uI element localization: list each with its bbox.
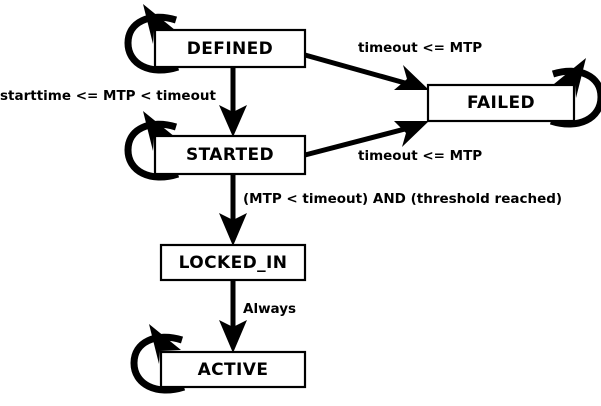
state-locked-in[interactable]: LOCKED_IN: [159, 243, 307, 282]
state-label-failed: FAILED: [467, 93, 535, 113]
state-label-active: ACTIVE: [198, 360, 269, 380]
edge-defined-to-started: starttime <= MTP < timeout: [0, 67, 247, 137]
self-loop-started: [124, 111, 180, 181]
state-label-started: STARTED: [186, 145, 274, 165]
edge-label-defined-to-failed: timeout <= MTP: [358, 40, 482, 56]
state-started[interactable]: STARTED: [153, 134, 307, 176]
edge-label-defined-to-started: starttime <= MTP < timeout: [0, 88, 216, 104]
edge-label-started-to-locked-in: (MTP < timeout) AND (threshold reached): [243, 191, 562, 207]
edge-label-locked-in-to-active: Always: [243, 301, 296, 317]
self-loop-active: [130, 324, 186, 394]
self-loop-defined: [124, 4, 180, 74]
edge-label-started-to-failed: timeout <= MTP: [358, 148, 482, 164]
state-failed[interactable]: FAILED: [426, 83, 576, 123]
self-loop-failed: [549, 58, 601, 128]
state-label-defined: DEFINED: [187, 39, 273, 59]
edge-locked-in-to-active: Always: [219, 280, 296, 353]
state-active[interactable]: ACTIVE: [159, 350, 307, 389]
edge-defined-to-failed: timeout <= MTP: [304, 40, 482, 90]
edge-started-to-locked-in: (MTP < timeout) AND (threshold reached): [219, 174, 562, 246]
state-defined[interactable]: DEFINED: [153, 28, 307, 69]
edge-started-to-failed: timeout <= MTP: [304, 121, 482, 164]
state-label-locked-in: LOCKED_IN: [179, 253, 288, 273]
